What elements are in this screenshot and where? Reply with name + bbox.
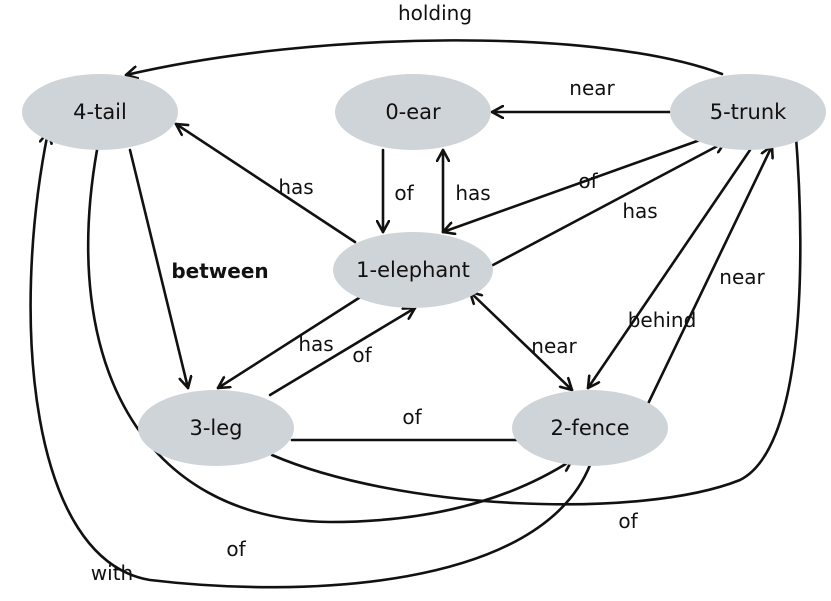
node-tail [22,74,178,150]
node-trunk-label: 5-trunk [710,100,787,124]
node-tail-label: 4-tail [73,100,127,124]
edge-elephant-leg-has [216,294,364,390]
edge-elephant-trunk-has [491,142,727,267]
edge-label-near-fence-trunk: near [719,265,765,289]
edge-trunk-elephant-of [441,138,702,232]
node-leg [138,390,294,466]
edge-label-has-elephant-ear: has [455,181,490,205]
edge-label-of-leg-fence: of [402,405,422,429]
node-elephant [333,232,493,308]
node-ear [335,74,491,150]
edge-label-near-ear-trunk: near [569,76,615,100]
node-ear-label: 0-ear [385,100,441,124]
edge-leg-trunk-of [270,122,800,506]
edge-label-has-elephant-leg: has [298,332,333,356]
node-fence [512,390,668,466]
edge-label-of-leg-trunk: of [618,509,638,533]
edge-tail-trunk-holding [124,39,724,75]
edge-label-between: between [171,259,268,283]
edge-label-of-leg-elephant: of [352,343,372,367]
edge-label-has-elephant-tail: has [278,175,313,199]
edge-label-of-ear-elephant: of [394,181,414,205]
edge-label-of-trunk-elephant: of [578,169,598,193]
node-trunk [670,74,826,150]
edge-label-has-elephant-trunk: has [622,199,657,223]
edge-label-holding: holding [398,1,472,25]
edge-tail-fence-of [86,148,574,524]
node-leg-label: 3-leg [189,416,242,440]
edge-label-behind: behind [628,308,697,332]
edge-fence-tail-with [29,130,592,589]
node-fence-label: 2-fence [550,416,629,440]
edge-fence-trunk-near [644,144,772,410]
edge-leg-elephant-of [268,306,417,397]
edges [29,39,801,589]
edge-tail-leg-between [128,148,188,390]
edge-elephant-tail-has [174,122,357,244]
edge-label-near-elephant-fence: near [531,334,577,358]
edge-label-of-tail-fence: of [226,537,246,561]
edge-labels: holding near has of has of has between n… [91,1,766,585]
node-elephant-label: 1-elephant [356,258,470,282]
edge-elephant-fence-near [468,290,574,392]
edge-trunk-fence-behind [586,148,752,390]
edge-label-with: with [91,561,133,585]
nodes: 4-tail 0-ear 5-trunk 1-elephant 3-leg 2-… [22,74,826,466]
